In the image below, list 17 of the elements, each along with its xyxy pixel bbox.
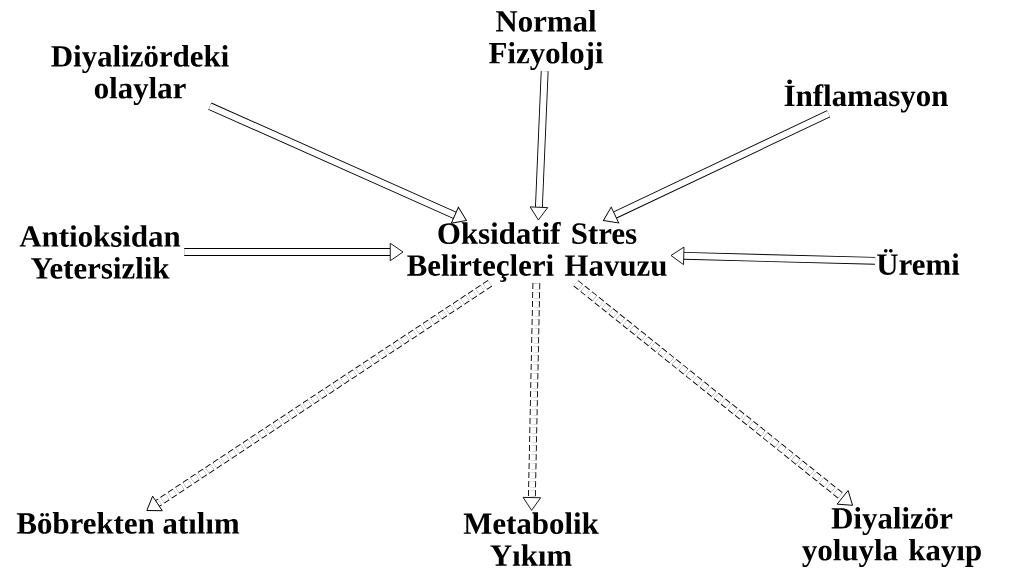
block-arrow: [573, 280, 853, 506]
block-arrow: [522, 283, 542, 511]
block-arrow: [670, 246, 876, 266]
center-text: Oksidatif Stres Belirteçleri Havuzu: [407, 222, 667, 282]
block-arrow: [146, 279, 493, 512]
factor-text: Antioksidan Yetersizlik: [19, 225, 181, 279]
block-arrow: [529, 71, 549, 221]
factor-text: Metabolik Yıkım: [463, 512, 599, 566]
factor-text: İnflamasyon: [784, 79, 948, 113]
block-arrow: [602, 110, 831, 224]
factor-text: Normal Fizyoloji: [489, 10, 604, 70]
factor-text: Diyalizör yoluyla kayıp: [802, 507, 981, 567]
block-arrow: [184, 242, 404, 262]
factor-text: Böbrekten atılım: [16, 512, 240, 534]
factor-text: Üremi: [877, 249, 960, 275]
factor-text: Diyalizördeki olaylar: [51, 45, 229, 105]
block-arrow: [208, 102, 467, 224]
